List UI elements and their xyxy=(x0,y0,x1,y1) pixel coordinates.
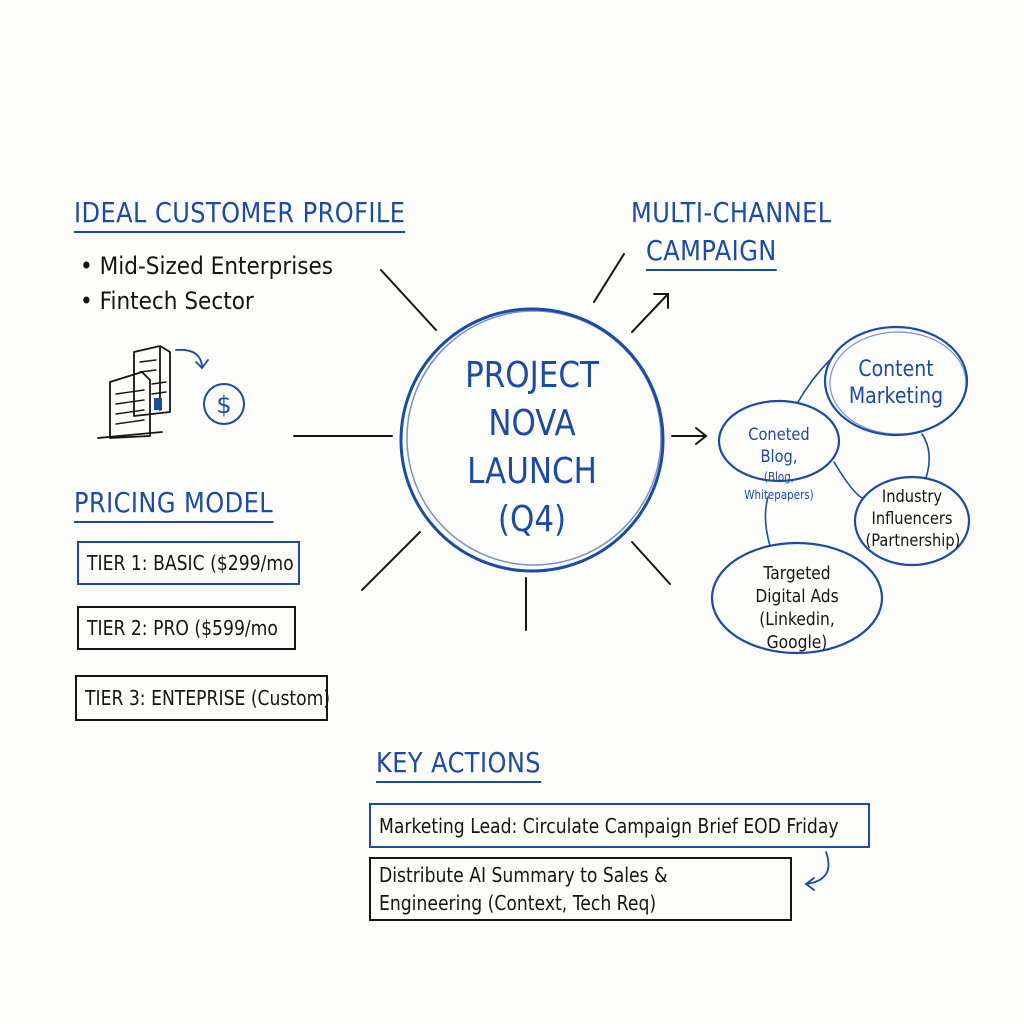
campaign-heading-line-1: MULTI-CHANNEL xyxy=(631,196,832,229)
influencers-line-2: Influencers xyxy=(871,509,953,529)
node-digital-ads xyxy=(710,541,884,655)
tier-1-box: TIER 1: BASIC ($299/mo xyxy=(77,541,300,585)
icp-heading-text: IDEAL CUSTOMER PROFILE xyxy=(74,196,406,233)
center-circle xyxy=(399,307,665,573)
arrow-up-right-icon xyxy=(631,293,669,333)
center-title: PROJECT NOVA LAUNCH (Q4) xyxy=(402,352,662,544)
icp-bullet-2: • Fintech Sector xyxy=(80,287,254,315)
center-circle-second-stroke xyxy=(406,310,662,566)
return-arrow-icon xyxy=(804,851,830,891)
tier-3-box: TIER 3: ENTEPRISE (Custom) xyxy=(75,675,331,721)
dollar-coin-icon: $ xyxy=(203,383,245,425)
blog-label: Coneted Blog, (Blog, Whitepapers) xyxy=(720,424,838,504)
building-icon xyxy=(97,345,171,439)
blog-line-2: (Blog, Whitepapers) xyxy=(744,470,814,502)
influencers-line-3: (Partnership) xyxy=(865,531,961,551)
content-marketing-label: Content Marketing xyxy=(832,356,960,410)
pricing-heading-text: PRICING MODEL xyxy=(74,486,274,523)
icp-bullet-1-text: Mid-Sized Enterprises xyxy=(99,252,334,280)
action-2-label: Distribute AI Summary to Sales & Enginee… xyxy=(379,861,667,917)
spoke-bottom-right xyxy=(631,541,671,585)
content-marketing-line-1: Content xyxy=(858,357,934,382)
action-2-line-2: Engineering (Context, Tech Req) xyxy=(379,891,657,915)
node-content-marketing-second-stroke xyxy=(829,331,967,435)
icp-heading: IDEAL CUSTOMER PROFILE xyxy=(74,196,406,233)
action-1-label: Marketing Lead: Circulate Campaign Brief… xyxy=(379,813,839,838)
center-title-line-1: PROJECT xyxy=(465,355,599,396)
key-actions-heading: KEY ACTIONS xyxy=(376,746,542,783)
node-content-marketing xyxy=(823,325,969,437)
node-blog xyxy=(717,399,841,483)
arrow-right-icon xyxy=(671,427,708,445)
influencers-line-1: Industry xyxy=(881,487,943,507)
tier-2-label: TIER 2: PRO ($599/mo xyxy=(87,616,278,640)
node-influencers xyxy=(853,475,971,567)
campaign-heading-line-2: CAMPAIGN xyxy=(646,234,777,271)
center-title-line-3: LAUNCH xyxy=(467,451,597,492)
link-blog-ads xyxy=(764,496,771,547)
content-marketing-line-2: Marketing xyxy=(848,384,944,409)
digital-ads-label: Targeted Digital Ads (Linkedin, Google) xyxy=(722,562,872,654)
digital-ads-line-2: Digital Ads xyxy=(755,586,839,607)
center-title-line-2: NOVA xyxy=(488,403,576,444)
influencers-label: Industry Influencers (Partnership) xyxy=(858,486,966,552)
blog-line-1: Coneted Blog, xyxy=(748,425,810,467)
key-actions-heading-text: KEY ACTIONS xyxy=(376,746,542,783)
spoke-bottom-left xyxy=(361,531,421,591)
digital-ads-line-3: (Linkedin, Google) xyxy=(759,609,835,653)
icp-bullet-2-text: Fintech Sector xyxy=(99,287,254,315)
spoke-top-right xyxy=(593,253,625,303)
tier-2-box: TIER 2: PRO ($599/mo xyxy=(77,606,296,650)
tier-3-label: TIER 3: ENTEPRISE (Custom) xyxy=(85,686,331,710)
tier-1-label: TIER 1: BASIC ($299/mo xyxy=(87,551,294,575)
link-content-blog xyxy=(797,359,831,403)
link-content-influencers xyxy=(921,433,930,479)
digital-ads-line-1: Targeted xyxy=(763,563,831,584)
spoke-top-left xyxy=(380,269,437,331)
action-1-box: Marketing Lead: Circulate Campaign Brief… xyxy=(369,803,870,848)
pricing-heading: PRICING MODEL xyxy=(74,486,274,523)
campaign-heading-line-2-text: CAMPAIGN xyxy=(646,234,777,271)
action-2-line-1: Distribute AI Summary to Sales & xyxy=(379,863,668,887)
curved-arrow-icon xyxy=(175,348,209,370)
center-title-line-4: (Q4) xyxy=(497,499,567,540)
icp-bullet-1: • Mid-Sized Enterprises xyxy=(80,252,334,280)
link-blog-influencers xyxy=(833,461,863,499)
svg-text:$: $ xyxy=(216,391,231,419)
action-2-box: Distribute AI Summary to Sales & Enginee… xyxy=(369,857,792,921)
